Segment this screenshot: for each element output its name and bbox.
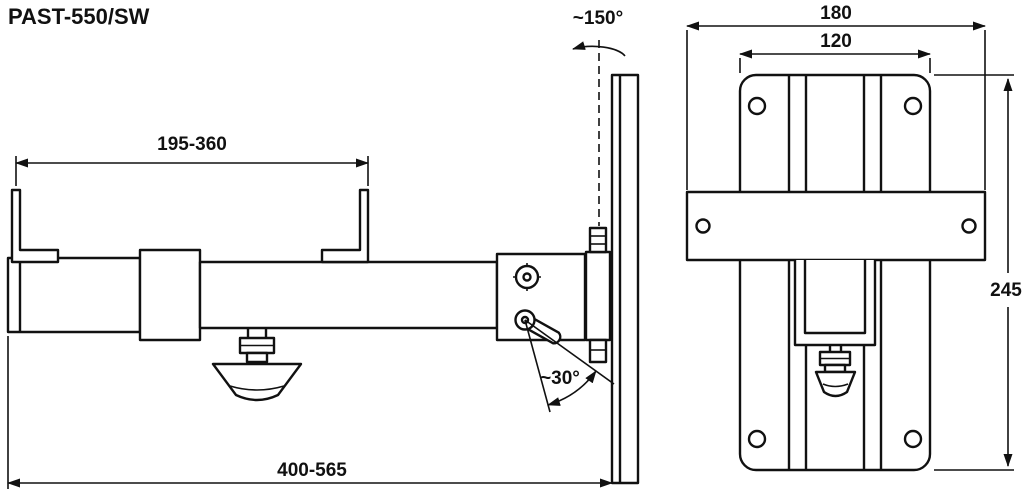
screw-hole <box>903 96 923 116</box>
product-title: PAST-550/SW <box>8 4 150 29</box>
dimension-bar-width: 180 <box>686 3 986 190</box>
crossbar <box>685 190 987 262</box>
tilt-pivot <box>513 263 562 345</box>
dimension-plate-width: 120 <box>739 31 931 73</box>
screw-hole <box>903 429 923 449</box>
swivel-arrow <box>572 41 626 57</box>
dimension-arm-span: 195-360 <box>15 134 369 186</box>
crossbar-hole <box>961 218 977 234</box>
dimension-plate-height: 245 <box>934 74 1022 471</box>
label-swivel-angle: ~150° <box>573 8 623 29</box>
svg-text:400-565: 400-565 <box>277 460 347 481</box>
svg-text:245: 245 <box>990 280 1022 301</box>
tilt-angle: ~30° <box>524 319 615 413</box>
svg-text:120: 120 <box>820 31 852 52</box>
clamp-knob <box>211 328 303 402</box>
slider-block <box>138 248 202 342</box>
side-view: ~150° <box>6 8 640 489</box>
mounting-arm <box>6 226 612 364</box>
hinge-bracket <box>584 226 612 364</box>
screw-hole <box>747 96 767 116</box>
crossbar-hole <box>695 218 711 234</box>
label-tilt-angle: ~30° <box>540 368 580 389</box>
dimension-total-length: 400-565 <box>7 336 613 489</box>
center-bracket <box>793 260 877 398</box>
svg-text:180: 180 <box>820 3 852 24</box>
screw-hole <box>747 429 767 449</box>
clamp-lever <box>527 317 562 345</box>
speaker-brackets <box>10 188 370 264</box>
wall-board <box>610 73 640 485</box>
svg-text:195-360: 195-360 <box>157 134 227 155</box>
front-view: 180 120 245 <box>685 3 1022 472</box>
